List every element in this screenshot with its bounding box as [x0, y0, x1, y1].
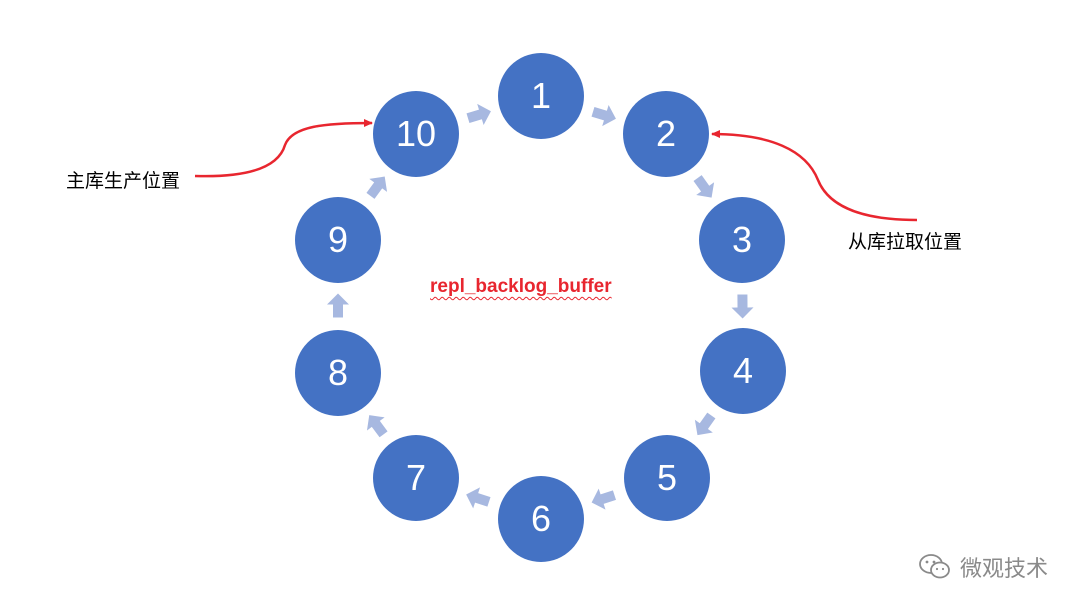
flow-arrow-2: [693, 175, 715, 198]
center-label: repl_backlog_buffer: [430, 276, 612, 297]
flow-arrow-10: [466, 103, 491, 125]
buffer-slot-3: 3: [699, 197, 785, 283]
watermark: 微观技术: [918, 551, 1048, 583]
buffer-slot-4: 4: [700, 328, 786, 414]
flow-arrow-6: [466, 487, 491, 509]
buffer-slot-10: 10: [373, 91, 459, 177]
producer-position-label: 主库生产位置: [66, 170, 181, 192]
flow-arrow-8: [327, 293, 349, 318]
consumer-pointer-arrow: [711, 130, 918, 222]
buffer-slot-6: 6: [498, 476, 584, 562]
buffer-slot-8: 8: [295, 330, 381, 416]
flow-arrow-3: [731, 294, 754, 319]
flow-arrow-1: [591, 105, 616, 127]
buffer-slot-1: 1: [498, 53, 584, 139]
buffer-slot-7: 7: [373, 435, 459, 521]
buffer-slot-2: 2: [623, 91, 709, 177]
flow-arrow-9: [366, 176, 388, 199]
watermark-text: 微观技术: [959, 557, 1048, 582]
buffer-slot-5: 5: [624, 435, 710, 521]
flow-arrow-4: [694, 412, 716, 436]
buffer-slot-9: 9: [295, 197, 381, 283]
flow-arrow-7: [366, 415, 388, 438]
consumer-position-label: 从库拉取位置: [848, 231, 963, 253]
producer-pointer-arrow: [194, 119, 373, 178]
wechat-icon: [919, 554, 950, 579]
flow-arrow-5: [591, 488, 617, 510]
